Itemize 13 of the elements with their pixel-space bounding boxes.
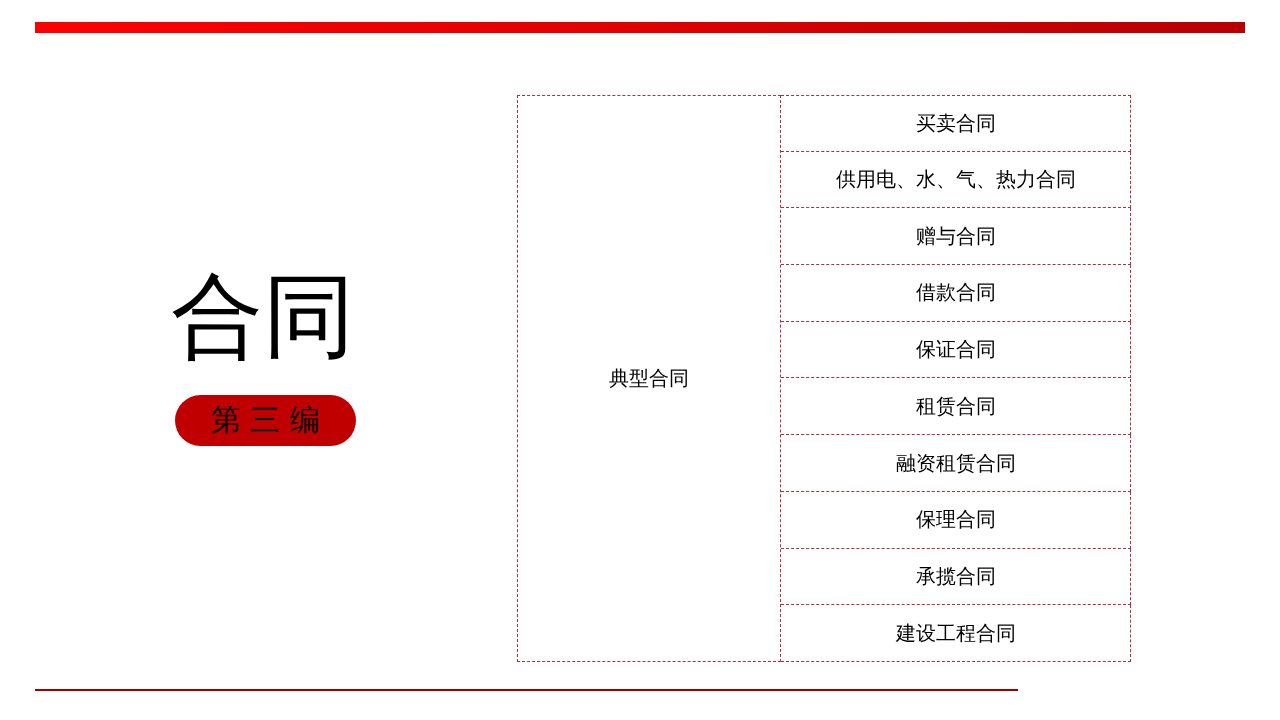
table-cell: 供用电、水、气、热力合同 [781, 151, 1131, 209]
table-cell: 承揽合同 [781, 548, 1131, 606]
title: 合同 [170, 262, 356, 372]
table-cell: 融资租赁合同 [781, 435, 1131, 492]
table-cell: 保理合同 [781, 491, 1131, 549]
section-pill: 第 三 编 [175, 395, 356, 446]
table-cell: 建设工程合同 [781, 605, 1131, 662]
table-cell: 典型合同 [517, 95, 781, 662]
table-cell: 租赁合同 [781, 378, 1131, 436]
table-cell: 保证合同 [781, 321, 1131, 379]
table-cell: 借款合同 [781, 265, 1131, 322]
table-cell: 赠与合同 [781, 208, 1131, 266]
table-cell: 买卖合同 [781, 95, 1131, 152]
